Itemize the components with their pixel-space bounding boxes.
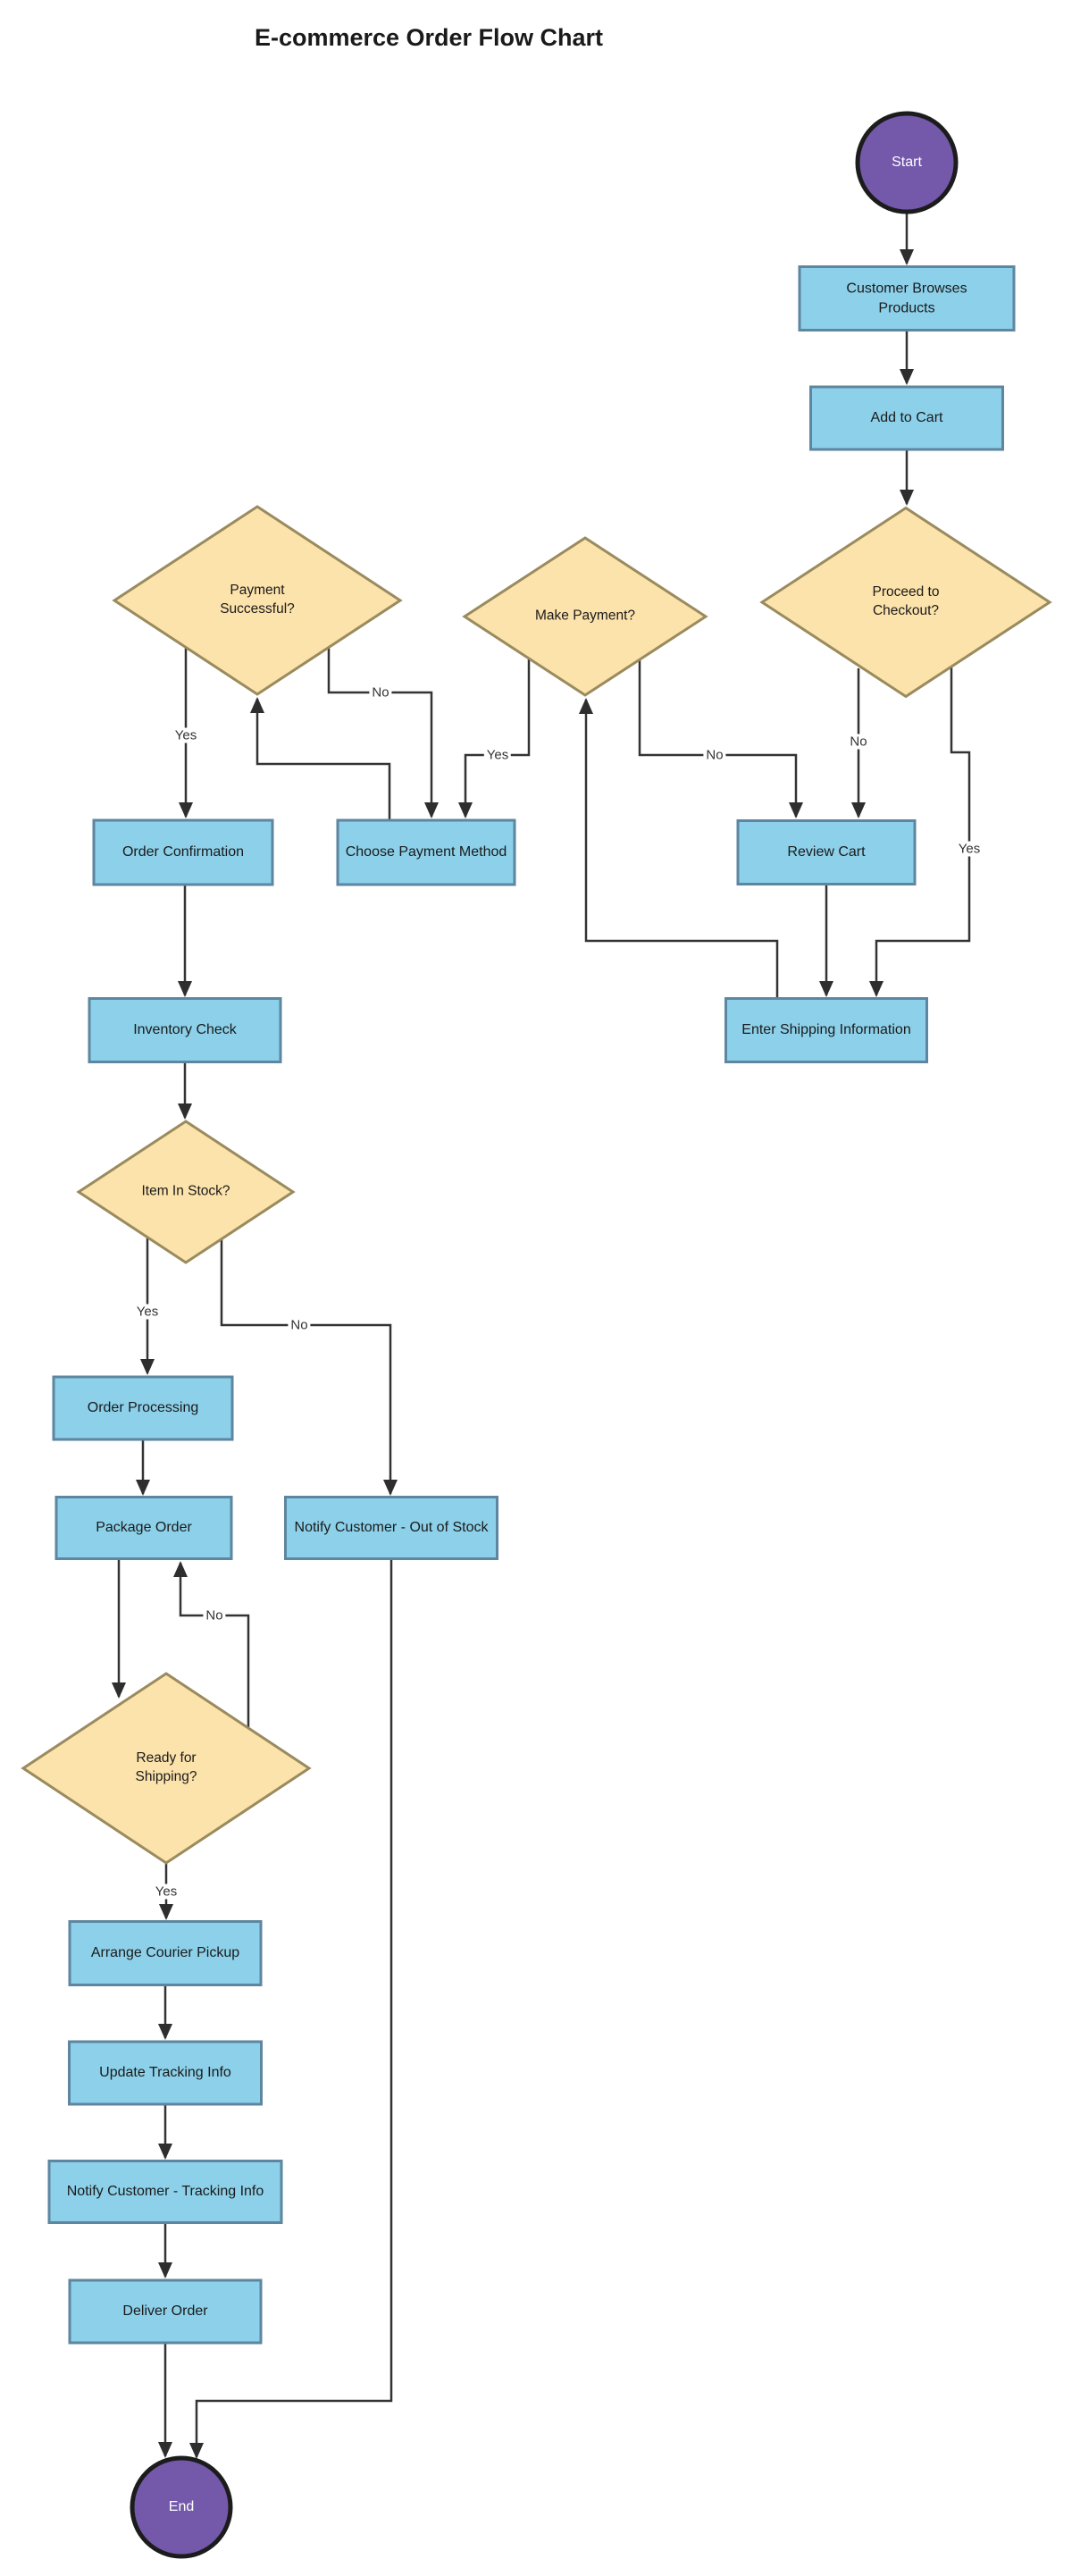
edge-label-payment-successful-no-to-choose-payment: No [369, 684, 392, 701]
node-choose-payment-method [336, 818, 516, 886]
node-notify-customer-out-of-stock [284, 1496, 498, 1560]
page-title: E-commerce Order Flow Chart [254, 24, 604, 51]
edge-make-payment-no-to-review-cart [638, 659, 803, 818]
node-order-processing [52, 1375, 234, 1441]
edge-label-payment-successful-yes-to-order-confirmation: Yes [172, 727, 200, 743]
node-order-confirmation [92, 818, 274, 886]
node-notify-customer-tracking-info [47, 2160, 283, 2224]
node-review-cart [736, 819, 917, 885]
edge-label-proceed-no-to-review-cart: No [847, 734, 870, 750]
edge-label-item-in-stock-no-to-notify-out-of-stock: No [288, 1317, 311, 1333]
node-customer-browses-products [798, 265, 1016, 331]
edge-label-proceed-yes-to-enter-shipping: Yes [955, 841, 984, 857]
node-proceed-to-checkout [759, 506, 1052, 699]
node-arrange-courier-pickup [68, 1920, 263, 1986]
edge-enter-shipping-to-make-payment [579, 698, 779, 999]
node-package-order [54, 1496, 233, 1560]
node-inventory-check [88, 997, 282, 1063]
edge-make-payment-yes-to-choose-payment [458, 659, 531, 818]
node-end [130, 2455, 233, 2559]
node-start [855, 111, 959, 214]
edge-payment-successful-no-to-choose-payment [327, 648, 439, 818]
edge-item-in-stock-no-to-notify-out-of-stock [220, 1239, 398, 1496]
node-deliver-order [68, 2278, 263, 2345]
edge-label-item-in-stock-yes-to-order-processing: Yes [133, 1304, 162, 1320]
node-add-to-cart [809, 385, 1004, 451]
edge-notify-out-of-stock-to-end [189, 1559, 393, 2459]
edge-label-make-payment-yes-to-choose-payment: Yes [483, 747, 512, 763]
edge-label-ready-yes-to-arrange-courier: Yes [152, 1884, 180, 1900]
node-ready-for-shipping [21, 1672, 312, 1865]
node-make-payment [462, 536, 708, 697]
node-item-in-stock [76, 1120, 296, 1264]
edge-label-ready-no-to-package-order: No [203, 1607, 226, 1624]
node-payment-successful [112, 505, 403, 696]
node-update-tracking-info [68, 2040, 263, 2106]
node-enter-shipping-information [724, 997, 928, 1063]
edge-choose-payment-to-payment-successful [250, 697, 391, 820]
edge-label-make-payment-no-to-review-cart: No [703, 747, 726, 763]
